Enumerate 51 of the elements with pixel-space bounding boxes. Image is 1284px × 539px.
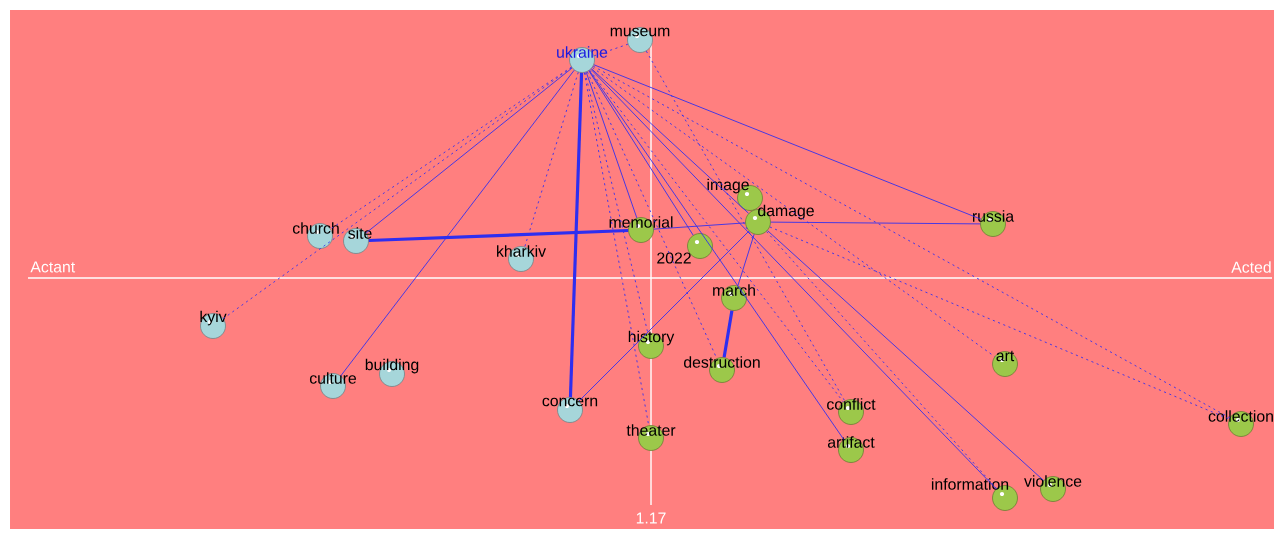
connector-line xyxy=(653,222,746,230)
connector-line xyxy=(770,221,981,225)
node-label: conflict xyxy=(827,398,876,410)
connector-line xyxy=(583,72,650,426)
node-label: kyiv xyxy=(200,310,227,326)
connector-line xyxy=(585,71,638,219)
node-label: museum xyxy=(610,27,670,37)
connector-line xyxy=(340,69,575,377)
connector-line xyxy=(368,228,629,243)
connector-line xyxy=(737,233,755,287)
connector-line xyxy=(568,72,584,398)
connector-line xyxy=(590,68,997,490)
connector-line xyxy=(591,68,749,214)
node-label: site xyxy=(348,227,372,239)
node-label: information xyxy=(931,478,1009,490)
connector-line xyxy=(766,231,997,489)
axis-label: Acted xyxy=(1231,261,1271,273)
node-label: artifact xyxy=(827,436,875,448)
node-label: collection xyxy=(1208,410,1273,422)
node-label: art xyxy=(996,350,1015,362)
axis-label: 1.17 xyxy=(636,512,666,524)
node-label: theater xyxy=(626,424,676,436)
connector-line xyxy=(365,67,573,234)
connector-line xyxy=(592,65,1231,419)
connector-line xyxy=(593,43,629,57)
node-label: culture xyxy=(309,372,357,384)
connector-line xyxy=(524,71,579,248)
connector-line xyxy=(588,70,694,236)
connector-line xyxy=(767,230,1044,481)
connector-line xyxy=(645,50,846,402)
node-label: memorial xyxy=(609,216,673,228)
connector-line xyxy=(769,226,1230,420)
node-label: kharkiv xyxy=(497,245,546,257)
node-label: ukraine xyxy=(557,46,608,58)
connector-line xyxy=(586,71,718,359)
node-label: damage xyxy=(758,204,814,220)
node-label: russia xyxy=(972,210,1015,222)
connector-line xyxy=(593,64,982,220)
node-label: destruction xyxy=(684,356,760,368)
node-label: church xyxy=(292,222,339,234)
node-label: violence xyxy=(1024,475,1082,487)
connector-line xyxy=(584,72,649,334)
node-label: 2022 xyxy=(657,252,691,264)
connector-line xyxy=(592,67,996,357)
node-label: building xyxy=(365,358,419,374)
connector-line xyxy=(722,310,734,358)
node-label: concern xyxy=(542,397,598,407)
axis-label: Actant xyxy=(30,261,76,273)
connector-line xyxy=(578,230,750,402)
node-label: image xyxy=(707,178,749,194)
connector-line xyxy=(223,67,573,319)
